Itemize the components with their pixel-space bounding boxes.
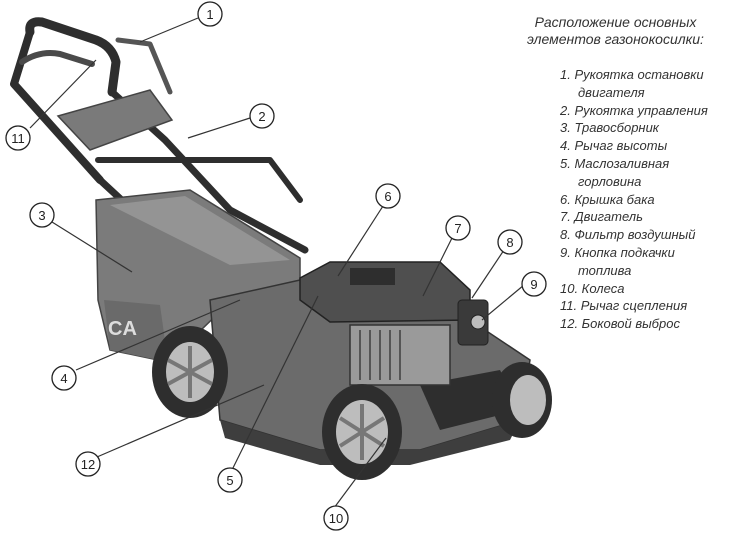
wheel-front-right (492, 362, 552, 438)
svg-text:6: 6 (384, 189, 391, 204)
callouts: 1 2 3 4 5 6 7 8 9 10 11 12 (5, 1, 547, 531)
svg-text:3: 3 (38, 208, 45, 223)
callout-12: 12 (75, 451, 101, 477)
legend-item-10: 10. Колеса (560, 280, 625, 296)
legend-item-2: 2. Рукоятка управления (560, 102, 708, 118)
handle-top-panel (56, 89, 174, 151)
callout-7: 7 (445, 215, 471, 241)
legend-item-6: 6. Крышка бака (560, 191, 655, 207)
callout-9: 9 (521, 271, 547, 297)
bag-brand-text: CA (108, 318, 137, 340)
engine (299, 261, 489, 386)
callout-3: 3 (29, 202, 55, 228)
legend-item-4: 4. Рычаг высоты (560, 138, 668, 154)
legend-title-line-1: Расположение основных (534, 14, 697, 30)
legend-item-7: 7. Двигатель (560, 209, 643, 225)
legend-title-line-2: элементов газонокосилки: (527, 31, 704, 47)
svg-text:5: 5 (226, 473, 233, 488)
svg-text:10: 10 (329, 511, 343, 526)
svg-text:12: 12 (81, 457, 95, 472)
svg-text:9: 9 (530, 277, 537, 292)
legend-item-11: 11. Рычаг сцепления (560, 298, 688, 314)
wheels (152, 326, 552, 480)
wheel-rear-left (152, 326, 228, 418)
callout-11: 11 (5, 125, 31, 151)
svg-text:2: 2 (258, 109, 265, 124)
legend-item-12: 12. Боковой выброс (560, 316, 680, 332)
callout-8: 8 (497, 229, 523, 255)
svg-text:1: 1 (206, 7, 213, 22)
callout-4: 4 (51, 365, 77, 391)
legend-item-3: 3. Травосборник (560, 120, 659, 136)
svg-text:11: 11 (11, 131, 25, 146)
svg-text:4: 4 (60, 371, 67, 386)
callout-2: 2 (249, 103, 275, 129)
svg-text:7: 7 (454, 221, 461, 236)
grass-bag: CA (95, 189, 301, 363)
wheel-front-left (322, 384, 402, 480)
leader-lines (29, 17, 525, 509)
callout-5: 5 (217, 467, 243, 493)
callout-6: 6 (375, 183, 401, 209)
callout-10: 10 (323, 505, 349, 531)
callout-1: 1 (197, 1, 223, 27)
svg-text:8: 8 (506, 235, 513, 250)
legend-item-8: 8. Фильтр воздушный (560, 227, 696, 243)
legend-title: Расположение основных элементов газоноко… (498, 14, 733, 48)
